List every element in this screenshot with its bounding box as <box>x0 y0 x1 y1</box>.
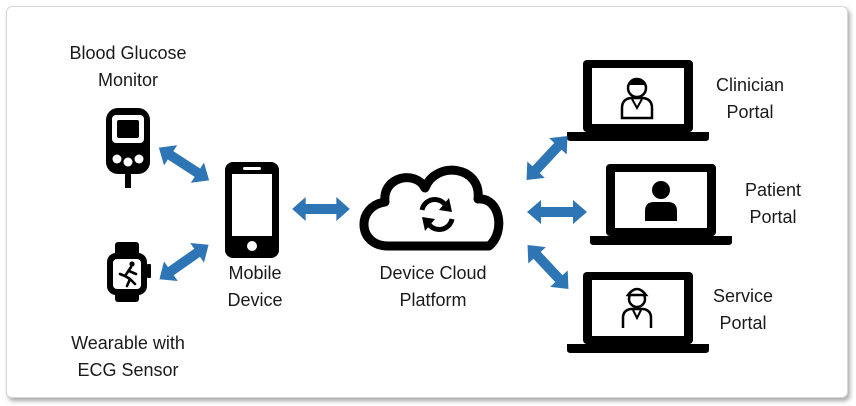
wearable-label: Wearable with ECG Sensor <box>48 330 208 384</box>
glucose-monitor-label-line2: Monitor <box>97 70 159 90</box>
patient-laptop-icon <box>590 164 732 245</box>
arrow-glucose-mobile <box>152 137 216 191</box>
device-cloud-label-line2: Platform <box>399 290 467 310</box>
smartphone-icon <box>225 162 279 258</box>
mobile-device-label-line1: Mobile <box>228 263 282 283</box>
device-cloud-label-line1: Device Cloud <box>379 263 487 283</box>
glucose-monitor-label: Blood Glucose Monitor <box>48 40 208 94</box>
glucose-monitor-label-line1: Blood Glucose <box>69 43 187 63</box>
device-cloud-label: Device Cloud Platform <box>358 260 508 314</box>
service-portal-label-line1: Service <box>712 286 774 306</box>
clinician-portal-label-line1: Clinician <box>715 75 785 95</box>
clinician-portal-label: Clinician Portal <box>700 72 800 126</box>
patient-portal-label: Patient Portal <box>723 177 823 231</box>
wearable-label-line2: ECG Sensor <box>77 360 179 380</box>
clinician-laptop-icon <box>567 60 709 141</box>
mobile-device-label: Mobile Device <box>200 260 310 314</box>
smartwatch-icon <box>107 242 151 302</box>
cloud-sync-icon <box>359 165 504 251</box>
service-laptop-icon <box>567 272 709 353</box>
wearable-label-line1: Wearable with <box>71 333 185 353</box>
patient-portal-label-line2: Portal <box>749 207 797 227</box>
arrow-cloud-patient <box>527 200 587 224</box>
service-portal-label-line2: Portal <box>719 313 767 333</box>
arrow-cloud-service <box>518 236 578 298</box>
arrow-mobile-cloud <box>292 197 350 221</box>
clinician-portal-label-line2: Portal <box>726 102 774 122</box>
glucose-meter-icon <box>106 108 150 188</box>
patient-portal-label-line1: Patient <box>744 180 802 200</box>
mobile-device-label-line2: Device <box>227 290 283 310</box>
service-portal-label: Service Portal <box>693 283 793 337</box>
